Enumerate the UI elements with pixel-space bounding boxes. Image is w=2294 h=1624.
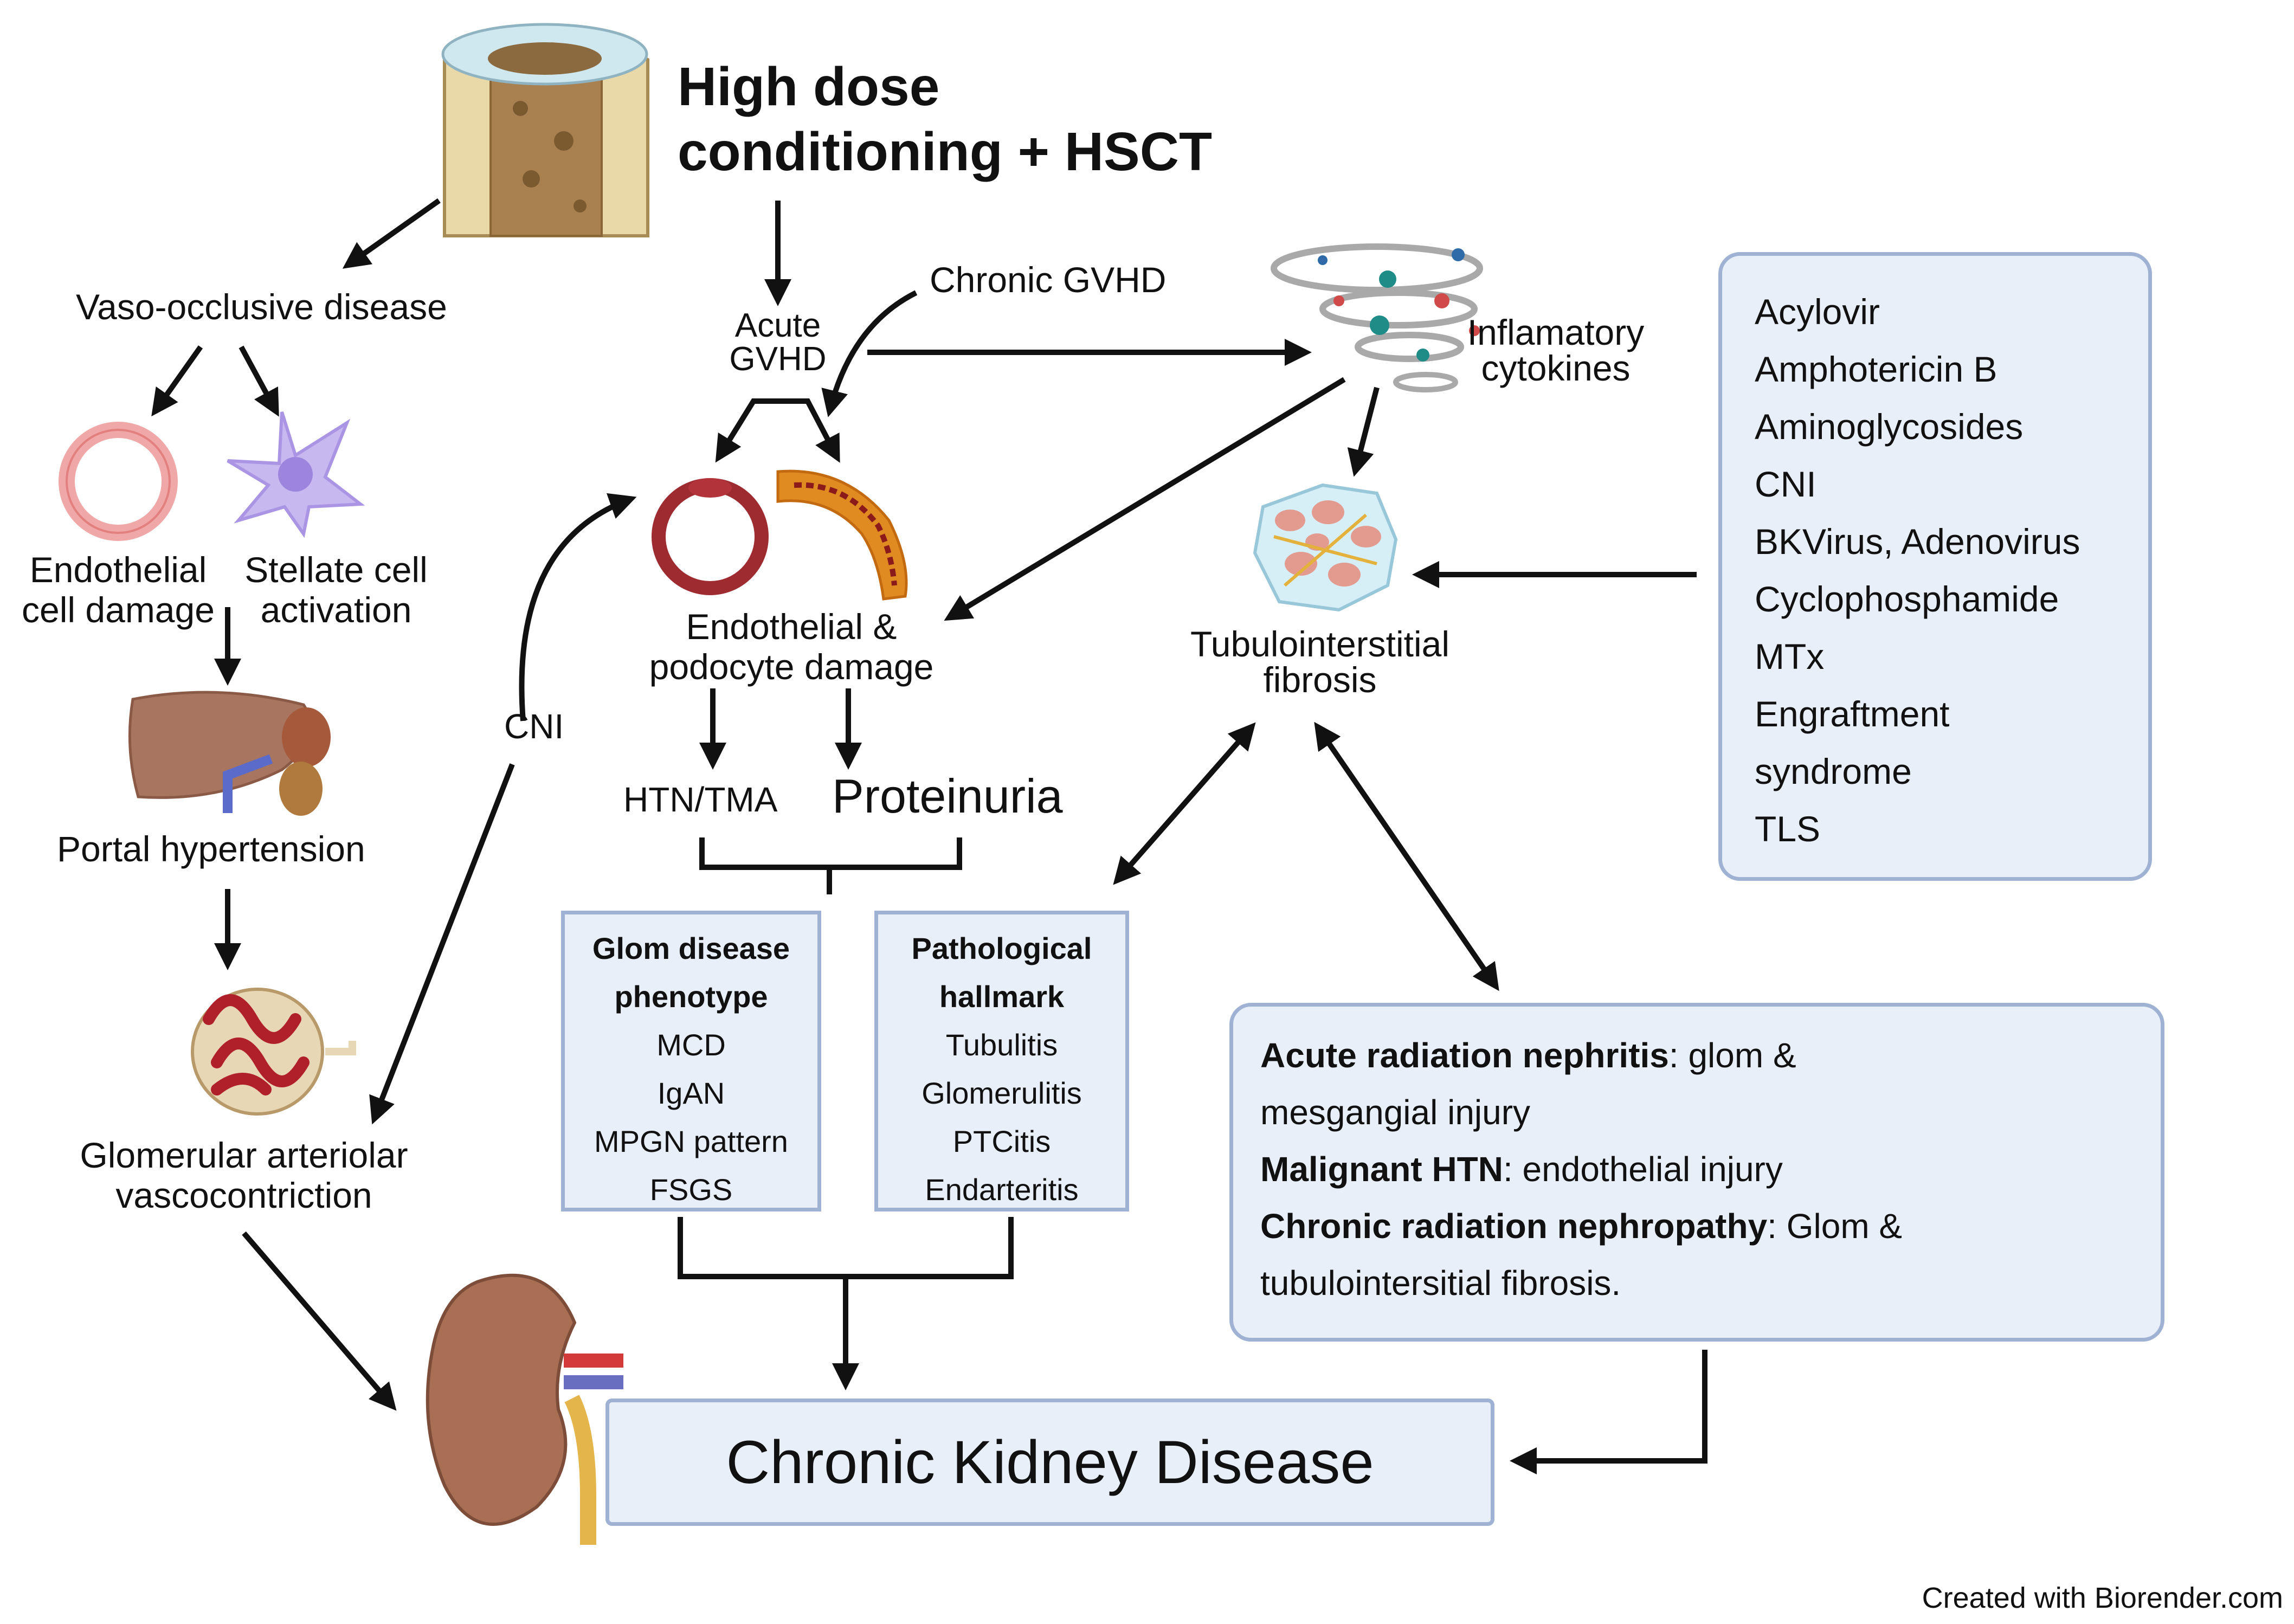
nephrotoxic-drug-box: Acylovir Amphotericin B Aminoglycosides … [1718, 252, 2152, 881]
podocyte-ring-icon [652, 478, 769, 595]
drug-item: Cyclophosphamide [1755, 579, 2059, 619]
kidney-icon [426, 1273, 623, 1545]
ckd-box: Chronic Kidney Disease [605, 1399, 1494, 1526]
radiation-desc: : Glom & [1767, 1207, 1903, 1246]
stellate-activation-label: Stellate cell activation [233, 550, 439, 630]
pathological-hallmark-box: Pathological hallmark Tubulitis Glomerul… [874, 911, 1129, 1211]
vessel-segment-icon [776, 469, 908, 601]
path-box-item: Tubulitis [945, 1028, 1058, 1062]
title-line-2: conditioning + HSCT [678, 121, 1213, 182]
glom-box-heading-line2: phenotype [614, 979, 768, 1014]
endothelial-podocyte-damage-label: Endothelial & podocyte damage [618, 607, 965, 687]
liver-icon [128, 691, 331, 816]
acute-gvhd-label: Acute GVHD [721, 309, 835, 376]
vaso-occlusive-label: Vaso-occlusive disease [76, 287, 447, 327]
glomerulus-icon [191, 988, 356, 1116]
radiation-line: tubulointersitial fibrosis. [1260, 1264, 1621, 1303]
radiation-box: Acute radiation nephritis: glom & mesgan… [1229, 1003, 2164, 1342]
htn-tma-label: HTN/TMA [623, 780, 778, 819]
radiation-term: Chronic radiation nephropathy [1260, 1207, 1768, 1246]
path-box-heading-line2: hallmark [939, 979, 1065, 1014]
radiation-desc: : glom & [1668, 1036, 1796, 1075]
diagram-title: High dose conditioning + HSCT [678, 54, 1212, 184]
cni-label: CNI [504, 707, 564, 746]
endothelial-label-line2: cell damage [22, 589, 215, 630]
glomerular-vasoconstriction-label: Glomerular arteriolar vascocontriction [54, 1135, 434, 1216]
drug-item: Aminoglycosides [1755, 407, 2024, 447]
drug-item: CNI [1755, 464, 1816, 504]
chronic-gvhd-label: Chronic GVHD [930, 260, 1167, 300]
endothelial-label-line1: Endothelial [29, 550, 207, 590]
glom-box-item: MCD [656, 1028, 726, 1062]
path-box-item: Glomerulitis [922, 1076, 1082, 1110]
drug-item: Acylovir [1755, 292, 1880, 332]
endothelial-damage-label: Endothelial cell damage [15, 550, 221, 630]
connector-arrows [151, 198, 1707, 1474]
tubulointerstitial-fibrosis-label: Tubulointerstitial fibrosis [1176, 626, 1464, 698]
radiation-line: mesgangial injury [1260, 1093, 1531, 1132]
epd-label-line1: Endothelial & [686, 607, 897, 647]
radiation-desc: : endothelial injury [1503, 1150, 1783, 1189]
radiation-term: Acute radiation nephritis [1260, 1036, 1669, 1075]
drug-item: BKVirus, Adenovirus [1755, 521, 2080, 562]
radiation-line: Acute radiation nephritis: glom & [1260, 1027, 2161, 1084]
drug-item: MTx [1755, 636, 1825, 676]
glom-box-heading-line1: Glom disease [592, 931, 790, 965]
radiation-line: Malignant HTN: endothelial injury [1260, 1141, 2161, 1198]
epd-label-line2: podocyte damage [649, 646, 934, 687]
inflammatory-cytokines-label: Inflamatory cytokines [1458, 314, 1653, 386]
glom-box-item: FSGS [649, 1172, 733, 1207]
proteinuria-label: Proteinuria [832, 769, 1063, 823]
acute-label-line1: Acute [734, 307, 821, 344]
endothelial-ring-icon [59, 422, 178, 541]
drug-item: syndrome [1755, 751, 1912, 791]
bone-marrow-illustration [441, 23, 649, 237]
path-box-heading-line1: Pathological [911, 931, 1092, 965]
acute-label-line2: GVHD [729, 340, 827, 378]
drug-item: TLS [1755, 809, 1821, 849]
path-box-item: Endarteritis [925, 1172, 1079, 1207]
path-box-item: PTCitis [952, 1124, 1051, 1158]
infl-label-line1: Inflamatory [1467, 312, 1645, 352]
fibrosis-tissue-icon [1253, 483, 1398, 612]
glom-label-line1: Glomerular arteriolar [80, 1135, 408, 1175]
credit-text: Created with Biorender.com [1922, 1582, 2283, 1614]
glom-disease-box: Glom disease phenotype MCD IgAN MPGN pat… [561, 911, 821, 1211]
portal-hypertension-label: Portal hypertension [57, 829, 365, 869]
title-line-1: High dose [678, 56, 940, 117]
ckd-label: Chronic Kidney Disease [726, 1428, 1374, 1496]
stellate-cell-icon [227, 411, 365, 538]
tif-label-line1: Tubulointerstitial [1190, 624, 1450, 664]
tif-label-line2: fibrosis [1263, 660, 1377, 700]
radiation-line: Chronic radiation nephropathy: Glom & [1260, 1198, 2161, 1255]
drug-item: Engraftment [1755, 694, 1950, 734]
glom-box-item: MPGN pattern [594, 1124, 788, 1158]
drug-item: Amphotericin B [1755, 349, 1997, 389]
glom-box-item: IgAN [657, 1076, 725, 1110]
infl-label-line2: cytokines [1481, 348, 1631, 388]
stellate-label-line1: Stellate cell [244, 550, 428, 590]
cytokine-tornado-icon [1271, 243, 1483, 392]
stellate-label-line2: activation [260, 589, 412, 630]
radiation-term: Malignant HTN [1260, 1150, 1503, 1189]
glom-label-line2: vascocontriction [115, 1175, 372, 1215]
